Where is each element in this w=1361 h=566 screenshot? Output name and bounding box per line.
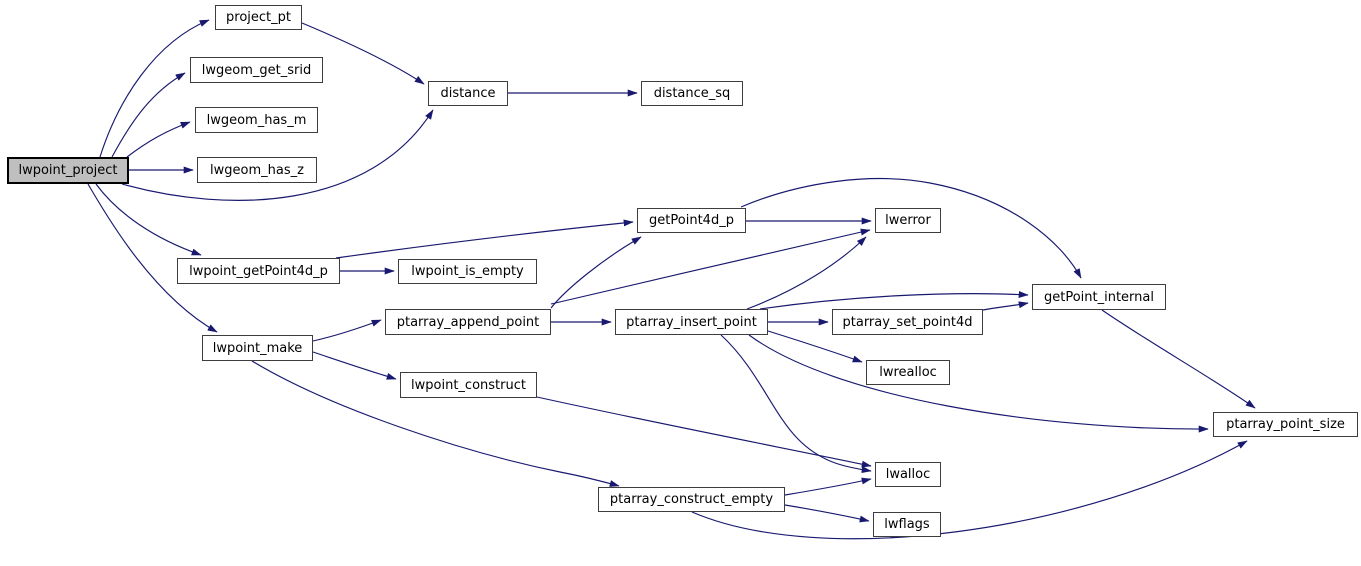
node-lwpoint_getPoint4d_p[interactable]: lwpoint_getPoint4d_p [177, 258, 340, 284]
node-label: lwrealloc [879, 365, 937, 380]
node-distance[interactable]: distance [428, 81, 508, 106]
edge-lwpoint_project-to-lwpoint_getPoint4d_p [95, 183, 202, 256]
node-ptarray_set_point4d[interactable]: ptarray_set_point4d [832, 309, 983, 335]
node-lwerror[interactable]: lwerror [875, 208, 941, 233]
edge-lwpoint_construct-to-lwalloc [536, 396, 872, 468]
node-lwpoint_is_empty[interactable]: lwpoint_is_empty [398, 259, 537, 284]
node-getPoint_internal[interactable]: getPoint_internal [1032, 284, 1166, 310]
node-lwrealloc[interactable]: lwrealloc [866, 360, 950, 385]
edge-lwpoint_make-to-ptarray_append_point [312, 319, 382, 342]
node-label: ptarray_point_size [1226, 417, 1345, 432]
node-project_pt[interactable]: project_pt [215, 5, 302, 30]
node-label: lwgeom_has_z [210, 162, 304, 178]
edge-ptarray_set_point4d-to-getPoint_internal [982, 301, 1029, 311]
node-label: ptarray_construct_empty [609, 492, 774, 507]
node-label: ptarray_set_point4d [842, 314, 973, 330]
node-label: ptarray_append_point [396, 314, 540, 330]
node-label: lwpoint_construct [411, 377, 526, 393]
node-lwgeom_get_srid[interactable]: lwgeom_get_srid [190, 57, 323, 83]
node-label: lwgeom_has_m [206, 112, 307, 128]
edge-ptarray_insert_point-to-lwerror [746, 236, 867, 310]
node-label: lwgeom_get_srid [201, 62, 312, 78]
node-lwgeom_has_z[interactable]: lwgeom_has_z [197, 157, 317, 183]
node-label: project_pt [226, 10, 291, 25]
node-label: lwpoint_getPoint4d_p [189, 263, 328, 279]
node-label: getPoint4d_p [649, 213, 734, 228]
node-label: lwpoint_make [212, 340, 303, 356]
node-label: lwpoint_is_empty [411, 264, 524, 279]
edge-ptarray_construct_empty-to-lwflags [784, 504, 870, 523]
edge-ptarray_insert_point-to-lwalloc [720, 334, 872, 474]
node-label: distance [440, 86, 496, 101]
node-lwpoint_project[interactable]: lwpoint_project [7, 157, 129, 184]
edge-ptarray_insert_point-to-getPoint_internal [759, 291, 1029, 310]
node-distance_sq[interactable]: distance_sq [641, 81, 743, 106]
edge-ptarray_append_point-to-lwerror [550, 228, 871, 305]
node-lwflags[interactable]: lwflags [873, 512, 941, 537]
node-ptarray_point_size[interactable]: ptarray_point_size [1213, 412, 1358, 437]
node-ptarray_append_point[interactable]: ptarray_append_point [385, 309, 551, 335]
node-ptarray_insert_point[interactable]: ptarray_insert_point [615, 309, 768, 335]
edge-lwpoint_project-to-lwgeom_get_srid [111, 72, 186, 158]
node-label: lwalloc [885, 467, 931, 482]
node-lwalloc[interactable]: lwalloc [875, 462, 941, 487]
node-getPoint4d_p[interactable]: getPoint4d_p [637, 208, 746, 233]
node-ptarray_construct_empty[interactable]: ptarray_construct_empty [598, 487, 785, 512]
edge-lwpoint_project-to-lwgeom_has_m [126, 121, 191, 158]
node-label: getPoint_internal [1043, 289, 1154, 305]
edge-ptarray_insert_point-to-lwrealloc [767, 330, 863, 363]
edge-lwpoint_make-to-lwpoint_construct [312, 351, 397, 380]
edge-ptarray_append_point-to-getPoint4d_p [550, 236, 642, 309]
edge-ptarray_insert_point-to-ptarray_point_size [748, 334, 1209, 433]
node-lwpoint_construct[interactable]: lwpoint_construct [400, 372, 537, 398]
node-label: distance_sq [653, 86, 731, 101]
node-lwgeom_has_m[interactable]: lwgeom_has_m [195, 107, 318, 133]
edge-ptarray_construct_empty-to-lwalloc [784, 477, 872, 496]
node-label: lwerror [885, 213, 931, 228]
node-lwpoint_make[interactable]: lwpoint_make [202, 335, 313, 361]
edge-lwpoint_getPoint4d_p-to-getPoint4d_p [335, 219, 634, 259]
edge-getPoint_internal-to-ptarray_point_size [1101, 309, 1256, 409]
node-label: lwpoint_project [18, 163, 118, 178]
node-label: lwflags [884, 517, 930, 532]
node-label: ptarray_insert_point [626, 314, 757, 330]
edge-lwpoint_project-to-project_pt [99, 19, 210, 158]
